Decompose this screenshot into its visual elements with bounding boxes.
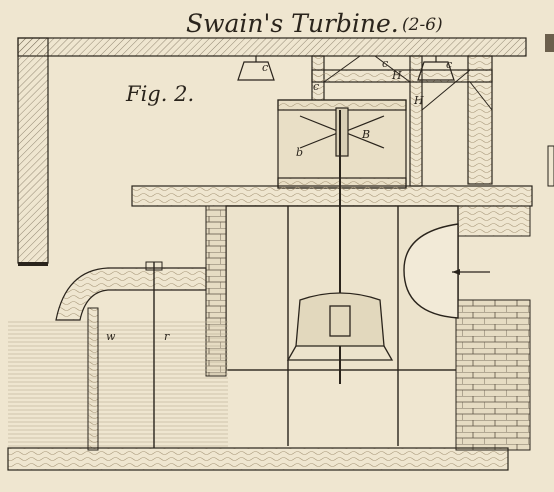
inflow-opening <box>403 223 459 319</box>
headrace-top <box>457 205 531 237</box>
svg-text:H: H <box>391 69 402 82</box>
svg-text:B: B <box>361 128 370 141</box>
foundation <box>7 447 509 471</box>
svg-text:(2-6): (2-6) <box>402 15 443 35</box>
masonry-right <box>455 299 531 451</box>
figure-label: Fig. 2. <box>125 82 194 106</box>
svg-text:c: c <box>446 58 452 71</box>
adjacent-figure-fragment <box>547 145 554 187</box>
rod-guide <box>145 261 163 271</box>
svg-text:c: c <box>262 61 268 74</box>
turbine-runner <box>286 292 394 361</box>
left-post <box>17 37 49 264</box>
svg-text:c: c <box>382 57 388 70</box>
plate-title: Swain's Turbine. (2-6) <box>186 9 443 38</box>
svg-text:w: w <box>106 330 116 343</box>
pulley-hanger-left <box>237 56 275 81</box>
svg-text:H: H <box>413 94 424 107</box>
svg-text:b: b <box>296 146 303 159</box>
pulley-hanger-right <box>417 56 455 81</box>
tailwater <box>8 320 228 448</box>
svg-text:Swain's Turbine.: Swain's Turbine. <box>186 9 399 38</box>
discharge-pipe <box>55 267 207 321</box>
floor-beam <box>131 185 533 207</box>
svg-text:r: r <box>164 330 170 343</box>
adjacent-figure-fragment <box>545 34 554 52</box>
gear-housing <box>277 99 407 189</box>
flow-arrow-head <box>452 269 460 275</box>
part-labels: c c c c H H B b w r <box>106 57 452 343</box>
post-base <box>18 262 48 266</box>
top-beam <box>17 37 527 57</box>
gate-post-w <box>87 307 99 451</box>
svg-text:c: c <box>313 80 319 93</box>
